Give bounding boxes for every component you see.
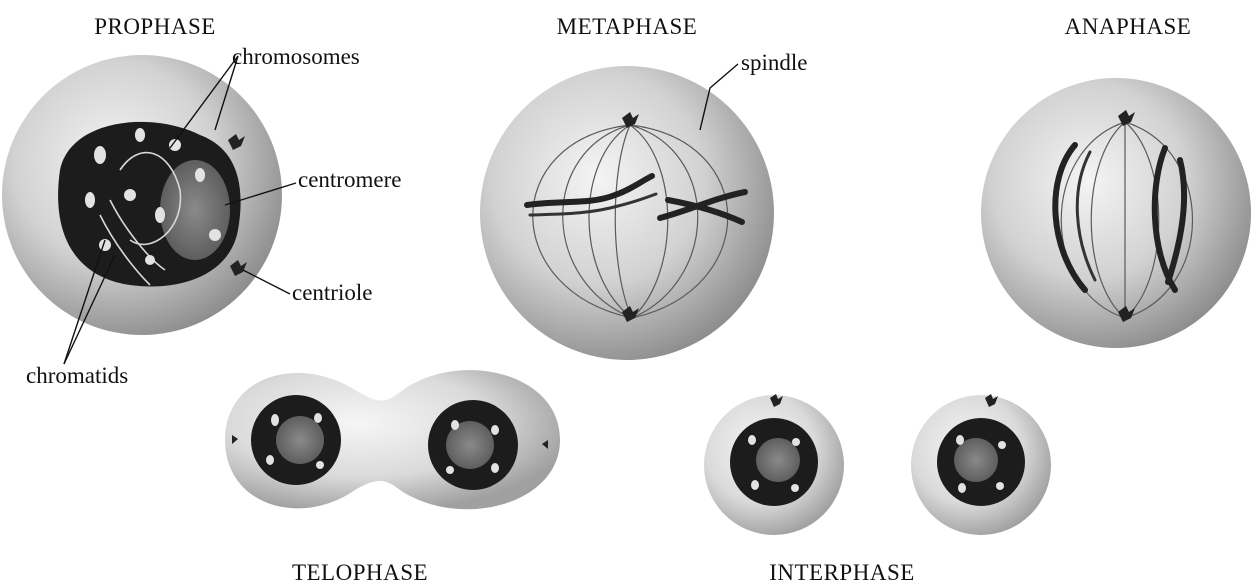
title-interphase: INTERPHASE <box>769 560 915 585</box>
telophase-cell <box>225 370 560 509</box>
interphase-cells <box>704 394 1051 535</box>
anaphase-cytoplasm <box>981 78 1251 348</box>
anaphase-cell <box>981 78 1251 348</box>
title-telophase: TELOPHASE <box>292 560 428 585</box>
title-prophase: PROPHASE <box>94 14 216 39</box>
label-spindle: spindle <box>741 50 807 75</box>
label-chromatids: chromatids <box>26 363 128 388</box>
label-centriole: centriole <box>292 280 372 305</box>
prophase-cell <box>2 55 282 335</box>
label-centromere: centromere <box>298 167 401 192</box>
metaphase-cell <box>480 66 774 360</box>
label-chromosomes: chromosomes <box>232 44 360 69</box>
title-metaphase: METAPHASE <box>557 14 698 39</box>
title-anaphase: ANAPHASE <box>1065 14 1192 39</box>
